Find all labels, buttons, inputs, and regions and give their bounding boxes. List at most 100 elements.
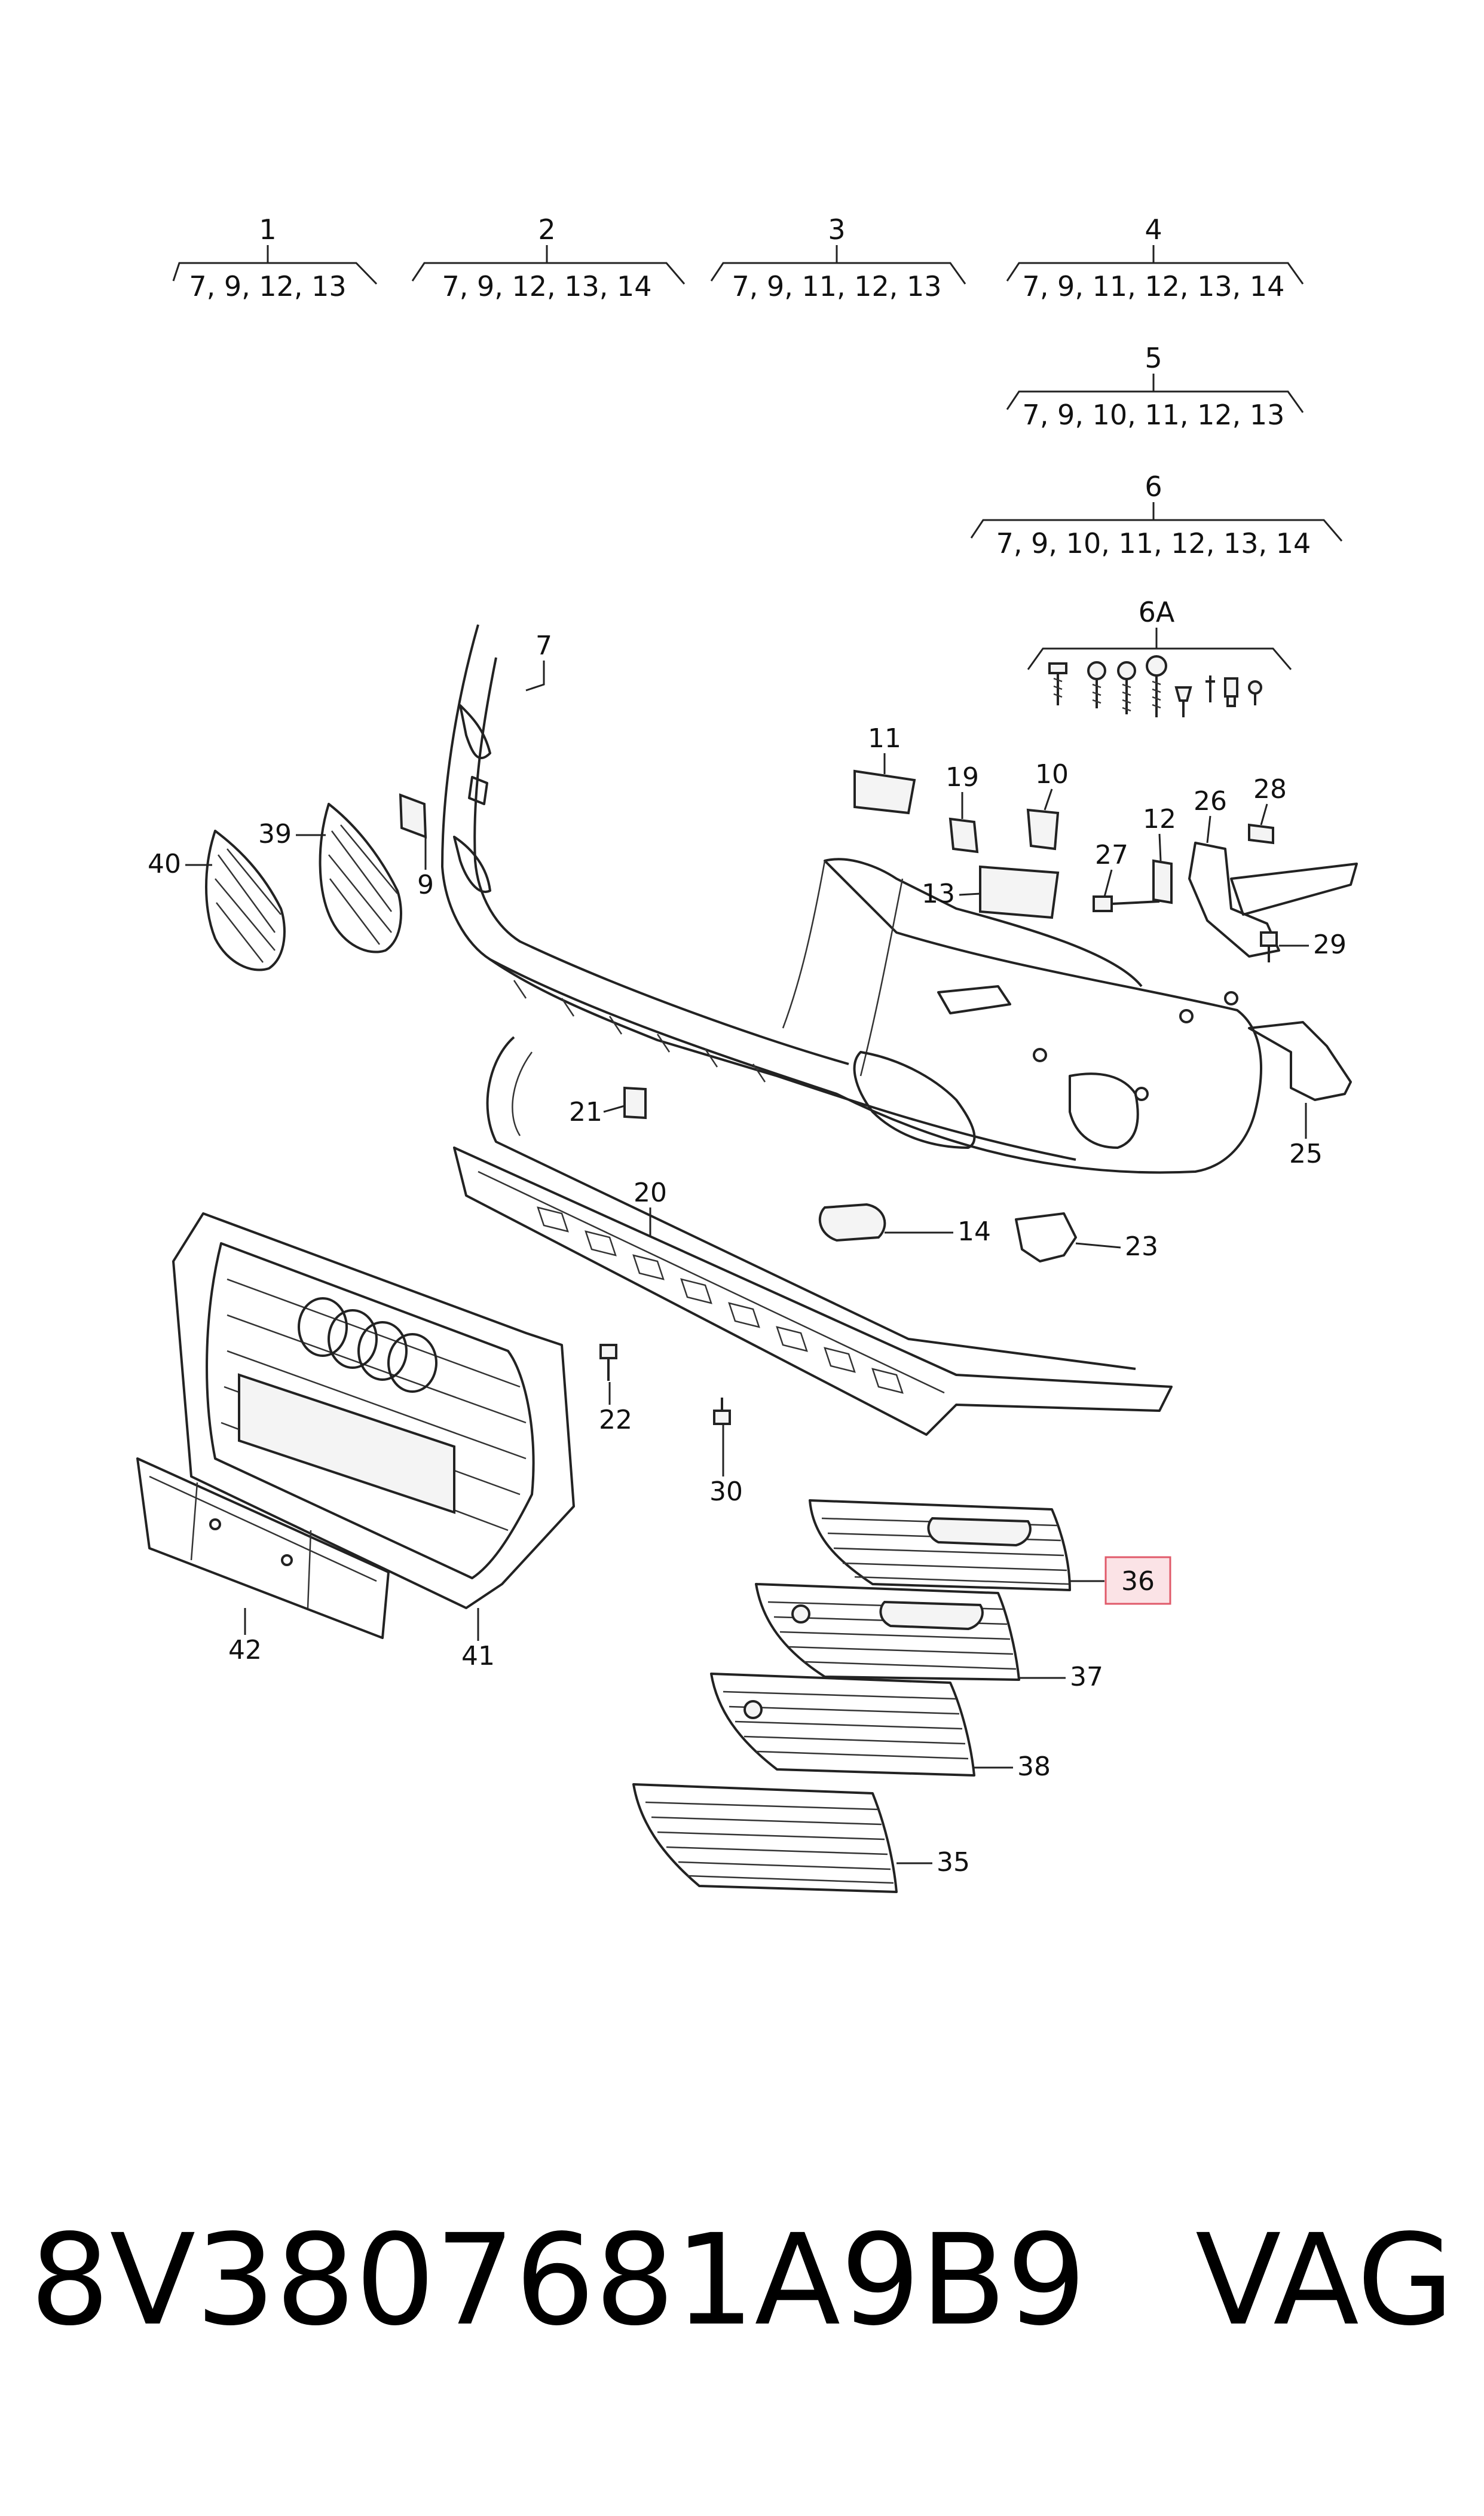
callout-number: 11 (868, 723, 901, 754)
callout-number: 28 (1253, 774, 1287, 805)
callout-number: 10 (1035, 759, 1069, 790)
callout-12[interactable]: 12 (1143, 804, 1176, 861)
callout-20[interactable]: 20 (634, 1178, 667, 1237)
callout-number: 9 (417, 870, 434, 900)
callout-29[interactable]: 29 (1279, 930, 1347, 960)
callout-number: 41 (461, 1641, 495, 1671)
bolt-27 (1093, 895, 1160, 912)
callout-number: 42 (228, 1635, 262, 1665)
callout-number: 40 (148, 849, 181, 879)
callout-25[interactable]: 25 (1289, 1103, 1323, 1169)
callout-35[interactable]: 35 (896, 1847, 970, 1878)
callout-number: 7 (536, 631, 552, 661)
bolt-29 (1260, 931, 1278, 962)
group-number: 6A (1139, 596, 1175, 628)
highlight-box (1104, 1556, 1171, 1605)
callout-number: 20 (634, 1178, 667, 1208)
radiator-grille (172, 1212, 575, 1609)
part-number: 8V3807681A9B9 (30, 2207, 1087, 2353)
group-number: 4 (1145, 213, 1162, 246)
side-vent-39 (319, 803, 402, 953)
group-label-3: 3 7, 9, 11, 12, 13 (710, 213, 966, 302)
group-label-2: 2 7, 9, 12, 13, 14 (411, 213, 686, 302)
bracket-26 (1188, 842, 1280, 958)
callout-number: 29 (1313, 930, 1347, 960)
callout-41[interactable]: 41 (461, 1608, 495, 1671)
callout-number: 21 (569, 1097, 602, 1127)
group-items: 7, 9, 11, 12, 13, 14 (1023, 270, 1285, 302)
callout-42[interactable]: 42 (228, 1608, 262, 1665)
callout-13[interactable]: 13 (922, 879, 981, 909)
callout-number: 38 (1017, 1751, 1051, 1782)
fog-grille-36 (809, 1499, 1071, 1591)
group-label-6: 6 7, 9, 10, 11, 12, 13, 14 (970, 470, 1343, 560)
fog-grille-35 (632, 1783, 898, 1893)
group-number: 6 (1145, 470, 1162, 503)
bracket-rail (1230, 863, 1358, 916)
clip-19 (948, 817, 979, 854)
callout-27[interactable]: 27 (1095, 840, 1128, 897)
callout-number: 37 (1070, 1662, 1103, 1692)
callout-30[interactable]: 30 (709, 1424, 743, 1507)
callout-number: 23 (1125, 1231, 1158, 1262)
group-label-6a: 6A (1027, 596, 1292, 717)
footer-caption: 8V3807681A9B9 VAG (30, 2212, 1464, 2349)
callout-14[interactable]: 14 (885, 1216, 991, 1247)
brand-name: VAG (1195, 2207, 1454, 2353)
brand-rings-icon (298, 1297, 437, 1393)
impact-absorber (453, 1036, 1173, 1436)
fog-grille-38 (710, 1673, 975, 1777)
callout-11[interactable]: 11 (868, 723, 901, 774)
callout-36[interactable]: 36 (1070, 1556, 1171, 1605)
group-items: 7, 9, 10, 11, 12, 13, 14 (996, 527, 1311, 560)
clip-11 (853, 769, 916, 815)
clip-21 (623, 1086, 647, 1120)
callout-19[interactable]: 19 (946, 762, 979, 819)
screw-30 (713, 1398, 731, 1425)
callout-number: 19 (946, 762, 979, 793)
callout-7[interactable]: 7 (525, 631, 552, 692)
clip-28 (1248, 823, 1274, 845)
clip-10 (1026, 808, 1060, 851)
fog-grille-37 (755, 1583, 1020, 1681)
group-label-5: 5 7, 9, 10, 11, 12, 13 (1006, 342, 1304, 431)
callout-10[interactable]: 10 (1035, 759, 1069, 811)
callout-40[interactable]: 40 (148, 849, 212, 879)
callout-number: 13 (922, 879, 955, 909)
group-label-1: 1 7, 9, 12, 13 (172, 213, 378, 302)
callout-38[interactable]: 38 (974, 1751, 1051, 1782)
callout-number: 27 (1095, 840, 1128, 870)
callout-number: 14 (957, 1216, 991, 1247)
callout-number: 25 (1289, 1139, 1323, 1169)
callout-21[interactable]: 21 (569, 1097, 625, 1127)
callout-number: 36 (1121, 1566, 1155, 1597)
callout-23[interactable]: 23 (1075, 1231, 1158, 1262)
group-number: 5 (1145, 342, 1162, 374)
callout-number: 30 (709, 1476, 743, 1507)
callout-number: 35 (937, 1847, 970, 1878)
group-items: 7, 9, 12, 13 (189, 270, 346, 302)
fastener-set-icon (1048, 655, 1262, 717)
callout-26[interactable]: 26 (1194, 786, 1227, 843)
callout-39[interactable]: 39 (258, 819, 326, 849)
group-number: 1 (259, 213, 276, 246)
callout-number: 26 (1194, 786, 1227, 817)
bracket-23 (1015, 1212, 1077, 1262)
screw-22 (599, 1344, 617, 1381)
bracket-12 (1152, 859, 1173, 904)
side-vent-40 (205, 830, 286, 971)
bumper-cover (441, 624, 1262, 1174)
callout-22[interactable]: 22 (599, 1382, 632, 1435)
callout-9[interactable]: 9 (417, 837, 434, 900)
callout-number: 22 (599, 1405, 632, 1435)
callout-number: 39 (258, 819, 292, 849)
cap-14 (818, 1203, 886, 1242)
callout-37[interactable]: 37 (1019, 1662, 1103, 1692)
group-number: 3 (828, 213, 845, 246)
group-items: 7, 9, 11, 12, 13 (732, 270, 941, 302)
license-plate-bracket (136, 1457, 390, 1639)
group-label-4: 4 7, 9, 11, 12, 13, 14 (1006, 213, 1304, 302)
callout-28[interactable]: 28 (1253, 774, 1287, 826)
bracket-13 (979, 865, 1060, 919)
